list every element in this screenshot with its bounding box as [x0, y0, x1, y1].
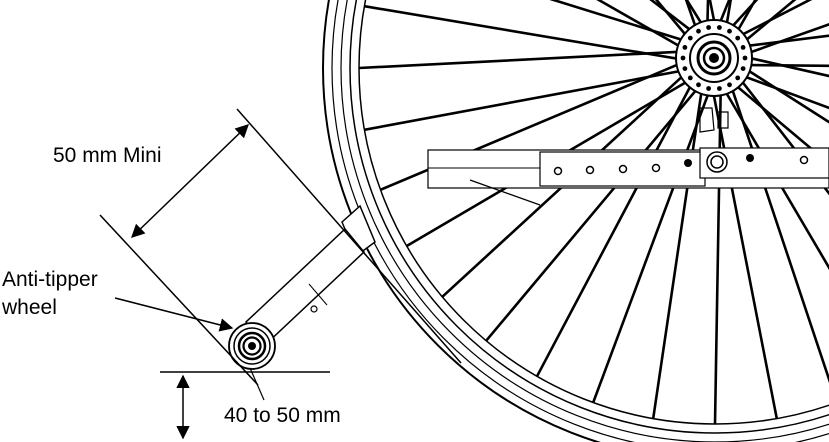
hub	[675, 19, 753, 97]
spoke	[717, 78, 829, 378]
spoke	[484, 0, 697, 48]
anti-tipper-label-line1: Anti-tipper	[2, 268, 98, 291]
spoke	[724, 75, 829, 299]
hub-hole	[717, 25, 722, 30]
hub-hole	[682, 45, 688, 50]
anti-tipper-arm	[244, 204, 376, 347]
spoke	[733, 63, 829, 70]
tire-tread	[340, 0, 829, 442]
hub-hole	[706, 25, 711, 30]
spoke	[405, 0, 694, 55]
spoke	[734, 53, 829, 132]
dimension-label-mini: 50 mm Mini	[53, 144, 162, 167]
spoke	[713, 77, 723, 424]
hub-hole	[740, 66, 746, 71]
hub-hole	[735, 75, 741, 81]
tire-mid	[331, 0, 829, 442]
anti-tipper-wheel	[228, 322, 276, 370]
spoke	[651, 76, 705, 420]
spoke	[734, 61, 829, 248]
hub-hole	[680, 55, 686, 61]
spoke	[726, 74, 829, 404]
spoke	[535, 71, 699, 378]
dimension-clearance	[160, 371, 330, 440]
spoke	[727, 0, 829, 43]
rim-outer	[349, 0, 829, 434]
rear-wheel	[322, 0, 829, 442]
hub-hole	[682, 66, 688, 71]
spoke	[729, 70, 829, 192]
hub-hole	[717, 86, 722, 91]
spoke	[363, 67, 696, 132]
hub-hole	[735, 35, 741, 41]
spoke	[732, 4, 829, 49]
hub-hole	[706, 86, 711, 91]
spokes	[359, 0, 829, 424]
dimension-arrow-mini	[131, 124, 249, 238]
hub-hole	[696, 28, 701, 34]
leader-anti-tipper	[114, 297, 234, 332]
hub-hole	[687, 75, 693, 81]
leader-clearance	[249, 367, 265, 401]
hub-hole	[687, 35, 693, 41]
hub-hole	[742, 55, 748, 61]
spoke	[359, 49, 695, 70]
spoke	[734, 0, 829, 59]
spoke	[591, 78, 715, 404]
hub-hole	[740, 45, 746, 50]
hub-bracket	[699, 107, 729, 133]
dimension-mini	[99, 108, 462, 386]
spoke	[484, 77, 708, 343]
spoke	[733, 0, 829, 52]
dimension-label-clearance: 40 to 50 mm	[224, 404, 341, 427]
spoke	[709, 78, 779, 420]
anti-tipper-label-line2: wheel	[2, 296, 57, 319]
hub-hole	[727, 82, 732, 88]
spoke	[379, 0, 699, 46]
spoke	[731, 68, 829, 343]
spoke	[363, 4, 694, 63]
hub-hole	[727, 28, 732, 34]
extension-line-lower	[99, 214, 259, 386]
hub-hole	[696, 82, 701, 88]
axle-plate	[427, 147, 829, 206]
extension-line-upper	[236, 108, 462, 364]
spoke	[440, 0, 704, 41]
tire-outer	[322, 0, 829, 442]
